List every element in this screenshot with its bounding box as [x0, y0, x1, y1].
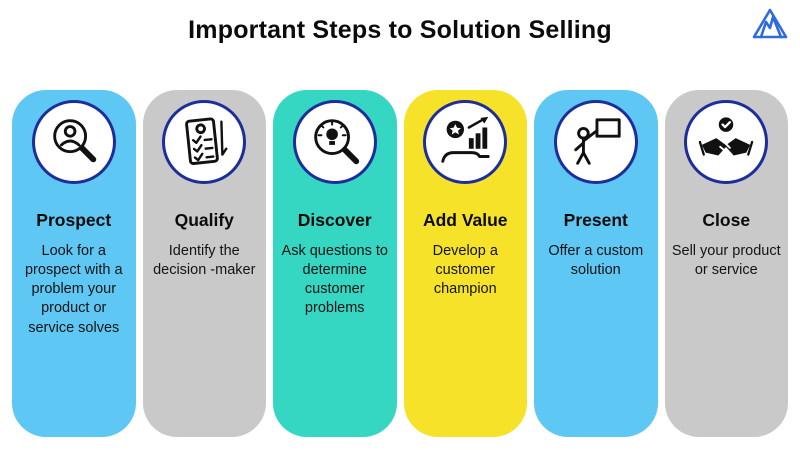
step-description: Look for a prospect with a problem your … [24, 243, 123, 336]
steps-row: Prospect Look for a prospect with a prob… [12, 90, 788, 437]
step-card-present: Present Offer a custom solution [534, 90, 658, 437]
handshake-check-icon [684, 100, 769, 184]
step-heading: Qualify [174, 210, 234, 230]
step-card-prospect: Prospect Look for a prospect with a prob… [12, 90, 136, 437]
presenter-board-icon [553, 100, 638, 184]
step-description: Develop a customer champion [432, 243, 498, 298]
step-heading: Present [563, 210, 628, 230]
step-heading: Close [702, 210, 751, 230]
step-description: Ask questions to determine customer prob… [281, 243, 388, 317]
checklist-pencil-icon [162, 100, 247, 184]
step-heading: Prospect [36, 210, 112, 230]
step-heading: Discover [297, 210, 372, 230]
triangle-m-logo-icon [752, 8, 788, 40]
step-card-add-value: Add Value Develop a customer champion [403, 90, 527, 437]
page-title: Important Steps to Solution Selling [188, 16, 612, 44]
step-heading: Add Value [422, 210, 508, 230]
step-description: Sell your product or service [671, 243, 781, 279]
header: Important Steps to Solution Selling [0, 0, 800, 64]
magnifier-lightbulb-icon [292, 100, 377, 184]
step-card-qualify: Qualify Identify the decision -maker [142, 90, 266, 437]
magnifier-person-icon [31, 100, 116, 184]
step-description: Offer a custom solution [548, 243, 644, 279]
step-description: Identify the decision -maker [153, 243, 256, 279]
hand-star-growth-icon [423, 100, 508, 184]
step-card-discover: Discover Ask questions to determine cust… [273, 90, 397, 437]
step-card-close: Close Sell your product or service [664, 90, 788, 437]
